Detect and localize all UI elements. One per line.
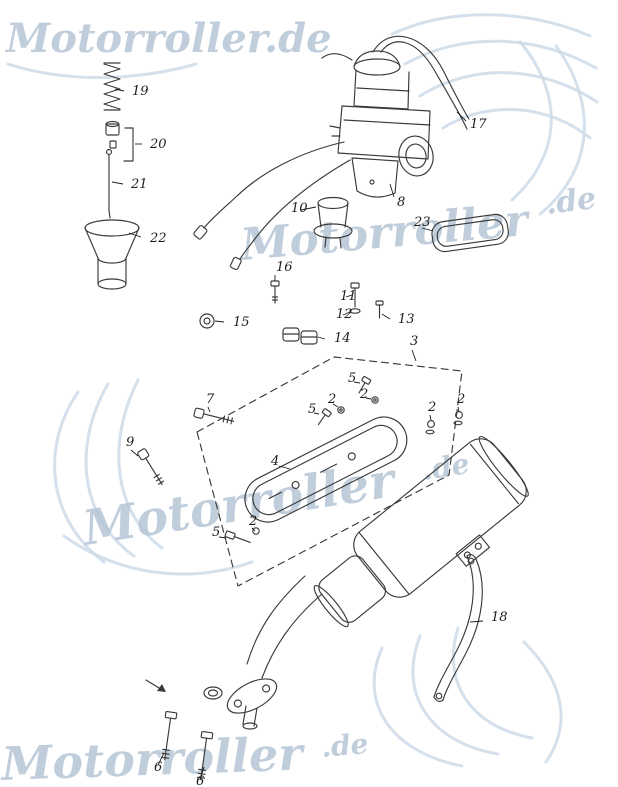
watermark-layer: Motorroller.de .de Motorroller .de Motor… <box>0 13 599 787</box>
part-label-9: 9 <box>126 435 134 450</box>
watermark-middle-de: .de <box>420 447 472 487</box>
part-label-7: 7 <box>206 392 215 407</box>
part-leader-line <box>218 536 227 539</box>
screw-13 <box>375 300 384 319</box>
part-label-21: 21 <box>130 177 148 192</box>
muffler <box>313 435 529 628</box>
part-label-10: 10 <box>291 201 308 216</box>
part-leader-line <box>429 414 432 421</box>
vacuum-slide <box>84 219 140 290</box>
jet-needle <box>105 148 113 219</box>
watermark-bottom-de: .de <box>320 727 370 764</box>
exploded-drawing <box>84 35 529 781</box>
part-label-5: 5 <box>348 371 356 386</box>
part-label-20: 20 <box>149 137 167 152</box>
watermark-top-brand: Motorroller.de <box>4 15 332 62</box>
part-leader-line <box>111 181 124 185</box>
part-label-8: 8 <box>397 195 405 210</box>
part-leader-line <box>207 406 211 413</box>
part-leader-line <box>353 381 361 384</box>
wing-ornament-bottom-right <box>372 626 563 768</box>
part-label-2: 2 <box>456 392 465 407</box>
part-label-22: 22 <box>149 231 167 246</box>
part-leader-line <box>157 752 165 766</box>
part-label-2: 2 <box>359 387 368 402</box>
carburetor <box>321 50 434 198</box>
watermark-upper-de: .de <box>544 181 598 222</box>
rubber-mounts-14 <box>282 327 318 345</box>
fasteners-5-2 <box>224 375 463 543</box>
part-leader-line <box>469 620 484 623</box>
grommet-15 <box>199 313 215 329</box>
part-label-13: 13 <box>398 312 415 327</box>
bolt-7 <box>193 407 235 425</box>
watermark-middle-brand: Motorroller <box>77 452 402 557</box>
heat-shield-4 <box>244 416 408 523</box>
part-label-3: 3 <box>410 334 418 349</box>
intake-manifold <box>313 196 353 249</box>
part-label-4: 4 <box>270 454 279 469</box>
part-leader-line <box>128 232 142 238</box>
part-leader-line <box>365 397 372 400</box>
part-leader-line <box>313 412 320 415</box>
part-label-2: 2 <box>427 400 436 415</box>
part-label-11: 11 <box>340 289 357 304</box>
pointer-arrow <box>145 679 166 692</box>
part-label-23: 23 <box>413 215 431 230</box>
part-label-12: 12 <box>336 307 353 322</box>
assembly-outline-3 <box>196 356 463 587</box>
part-label-5: 5 <box>212 525 220 540</box>
flourish-top-left <box>6 62 198 79</box>
wing-ornament-top-right <box>390 13 599 216</box>
part-leader-line <box>456 111 467 122</box>
part-leader-line <box>300 206 317 211</box>
throttle-cables <box>372 35 470 130</box>
part-label-6: 6 <box>154 760 162 775</box>
part-leader-line <box>214 320 225 323</box>
part-label-14: 14 <box>334 331 351 346</box>
part-label-18: 18 <box>491 610 508 625</box>
screw-16 <box>270 280 280 304</box>
bolt-6-left <box>160 710 178 761</box>
watermark-bottom-brand: Motorroller <box>0 726 307 787</box>
bowl-gasket <box>431 213 509 253</box>
part-leader-line <box>332 403 339 408</box>
part-leader-line <box>278 465 291 470</box>
fuel-hoses <box>193 141 351 271</box>
part-label-5: 5 <box>308 402 316 417</box>
screw-11-washer-12 <box>349 282 361 314</box>
part-label-6: 6 <box>196 774 204 787</box>
part-label-17: 17 <box>470 117 487 132</box>
throttle-spring <box>103 62 121 111</box>
part-leader-line <box>345 294 353 298</box>
part-leader-line <box>199 766 205 780</box>
part-label-19: 19 <box>132 84 149 99</box>
part-leader-line <box>411 349 417 362</box>
wing-ornament-middle-left <box>53 378 254 576</box>
part-label-2: 2 <box>248 514 257 529</box>
part-leader-line <box>421 227 434 232</box>
exhaust-header-pipe <box>203 575 323 730</box>
part-leader-line <box>457 406 460 413</box>
bolt-9 <box>137 448 165 485</box>
part-leader-line <box>317 336 326 340</box>
part-leader-line <box>381 313 391 320</box>
part-leader-line <box>114 88 125 92</box>
part-label-15: 15 <box>233 315 250 330</box>
part-leader-line <box>342 311 351 316</box>
part-leader-line <box>130 449 139 457</box>
needle-set <box>105 120 134 162</box>
part-label-16: 16 <box>276 260 293 275</box>
part-leader-line <box>251 527 256 532</box>
part-label-2: 2 <box>327 392 336 407</box>
rear-stay-18 <box>433 553 483 703</box>
part-leader-line <box>389 183 395 198</box>
